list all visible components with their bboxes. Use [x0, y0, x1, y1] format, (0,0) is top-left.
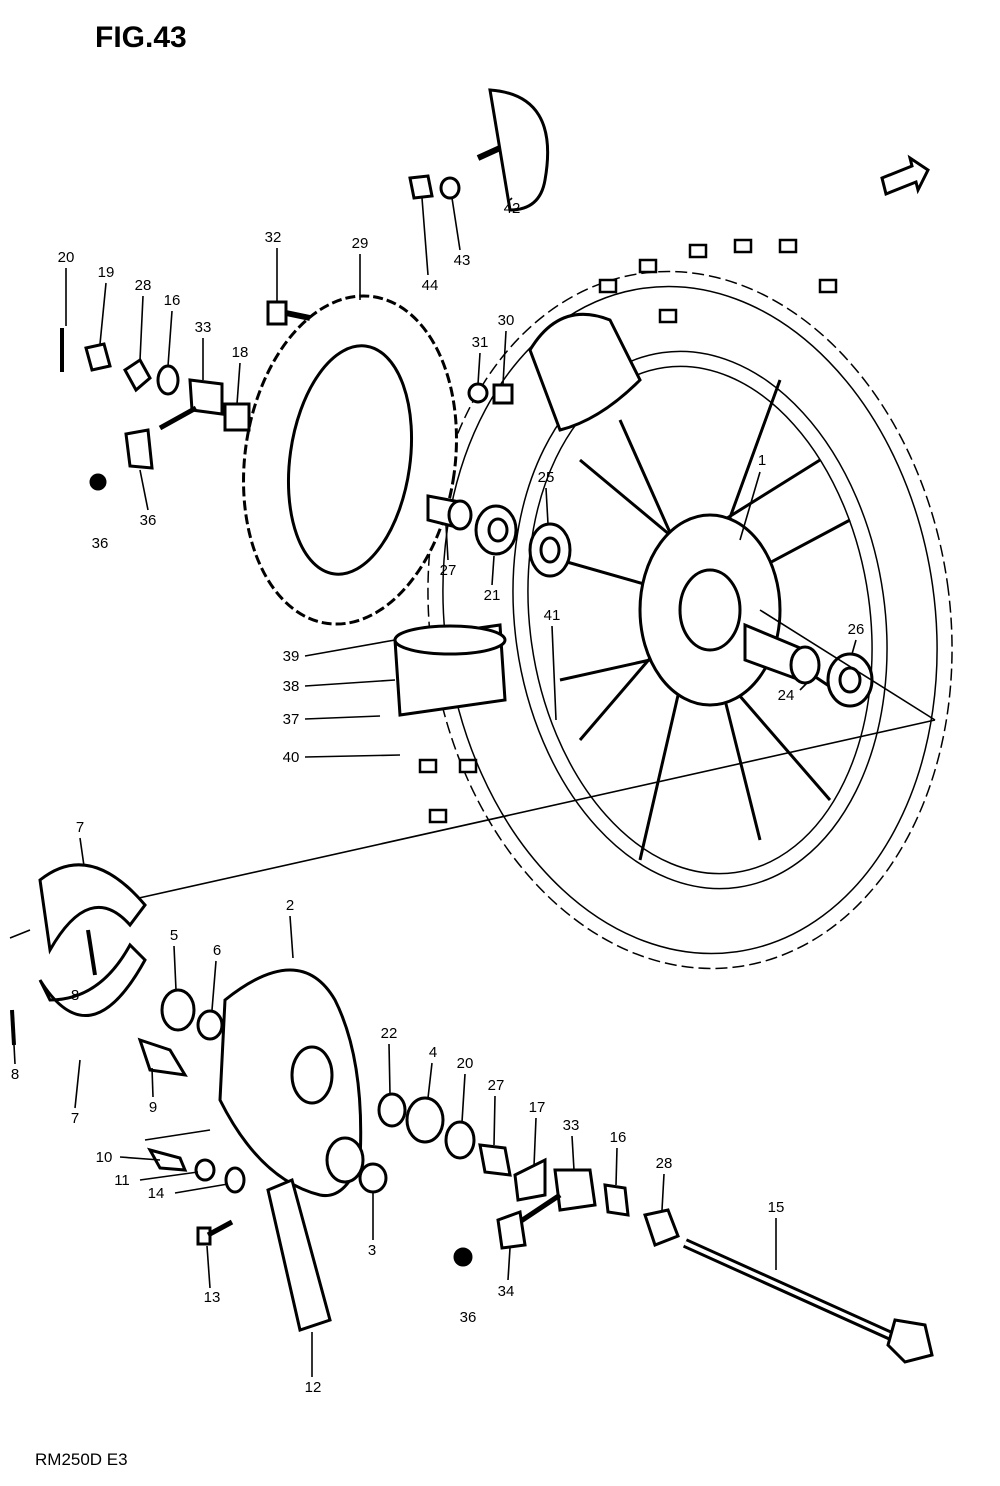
- callout-4: 5: [170, 927, 178, 944]
- callout-12: 12: [305, 1379, 322, 1396]
- callout-13: 13: [204, 1289, 221, 1306]
- callout-7-upper: 7: [76, 819, 84, 836]
- callout-29: 29: [352, 235, 369, 252]
- sprocket-bolt: [266, 300, 311, 326]
- callout-27-upper: 27: [440, 562, 457, 579]
- tire-tread: [418, 238, 838, 824]
- callout-38: 38: [283, 678, 300, 695]
- callout-44: 44: [422, 277, 439, 294]
- washer: [439, 176, 461, 200]
- callout-40: 40: [283, 749, 300, 766]
- callout-28-lower: 28: [656, 1155, 673, 1172]
- callout-5: 6: [213, 942, 221, 959]
- nut: [492, 383, 514, 405]
- rear-axle: [682, 1238, 934, 1364]
- right-side-spacers: [377, 1092, 680, 1267]
- callout-32: 31: [472, 334, 489, 351]
- callout-9: 9: [149, 1099, 157, 1116]
- brake-cam-parts: [137, 988, 246, 1194]
- brake-shoes: [10, 863, 147, 1046]
- callout-19: 21: [484, 587, 501, 604]
- callout-7-lower: 7: [71, 1110, 79, 1127]
- callout-10: 10: [96, 1149, 113, 1166]
- callout-11: 11: [114, 1172, 130, 1189]
- bearing: [528, 522, 572, 578]
- callout-25: 25: [538, 469, 555, 486]
- brake-torque-arm: [266, 1177, 332, 1332]
- callout-43: 43: [454, 252, 471, 269]
- bolt: [196, 1219, 234, 1246]
- callout-20: 20: [457, 1055, 474, 1072]
- washer: [467, 382, 489, 404]
- callout-1: 1: [758, 452, 766, 469]
- callout-33-lower: 33: [563, 1117, 580, 1134]
- callout-21: 22: [381, 1025, 398, 1042]
- callout-24: 24: [778, 687, 795, 704]
- callout-16-lower: 16: [610, 1129, 627, 1146]
- callout-6: 4: [429, 1044, 437, 1061]
- callout-30: 32: [265, 229, 282, 246]
- callout-35: 36: [140, 512, 157, 529]
- brake-panel: [218, 968, 365, 1198]
- callout-14: 14: [148, 1185, 165, 1202]
- model-code: RM250D E3: [35, 1450, 128, 1469]
- direction-arrow-icon: [880, 154, 930, 197]
- callout-37: 37: [283, 711, 300, 728]
- callout-36: 36: [92, 535, 109, 552]
- callout-23: 20: [58, 249, 75, 266]
- callout-39: 39: [283, 648, 300, 665]
- rear-sprocket: [242, 294, 458, 626]
- rim-band: [393, 623, 507, 717]
- callout-18: 18: [232, 344, 249, 361]
- callout-34: 34: [498, 1283, 515, 1300]
- callout-26: 26: [848, 621, 865, 638]
- callout-8-inner: 8: [71, 987, 79, 1004]
- collar: [426, 494, 473, 531]
- disc-guard: [476, 88, 550, 212]
- callout-2: 2: [286, 897, 294, 914]
- figure-title: FIG.43: [95, 21, 187, 54]
- callout-17: 17: [529, 1099, 546, 1116]
- oil-seal: [474, 504, 518, 556]
- callout-41: 41: [544, 607, 561, 624]
- callout-8: 8: [11, 1066, 19, 1083]
- callout-15: 15: [768, 1199, 785, 1216]
- callout-27-lower: 27: [488, 1077, 505, 1094]
- callout-3: 3: [368, 1242, 376, 1259]
- chain-adjuster-upper: [60, 328, 251, 491]
- callout-28: 28: [135, 277, 152, 294]
- callout-22: 19: [98, 264, 115, 281]
- nut: [408, 174, 434, 200]
- callout-36-lower: 36: [460, 1309, 477, 1326]
- callouts: 20 19 28 16 33 18 36 36 32 29 44 43 42 3…: [11, 197, 865, 1396]
- callout-16: 16: [164, 292, 181, 309]
- callout-42: 42: [504, 200, 521, 217]
- callout-33: 33: [195, 319, 212, 336]
- rear-wheel-assembly: [418, 238, 953, 970]
- callout-31: 30: [498, 312, 515, 329]
- spacer: [358, 1162, 388, 1194]
